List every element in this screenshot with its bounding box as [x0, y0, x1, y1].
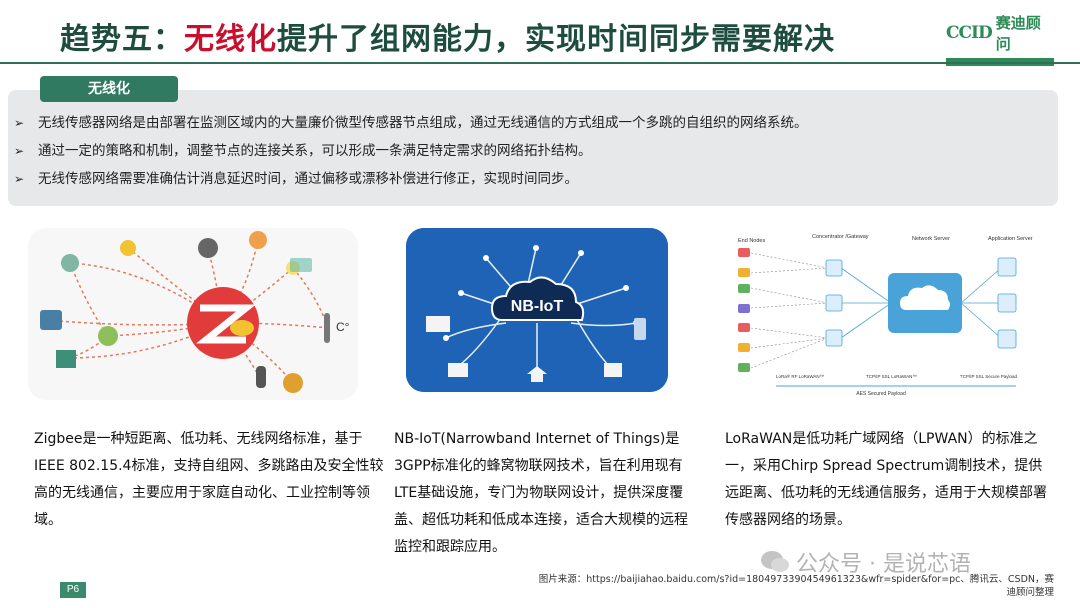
arrow-icon: ➢	[14, 172, 25, 186]
wechat-watermark: 公众号 · 是说芯语	[760, 546, 971, 578]
arrow-icon: ➢	[14, 144, 25, 158]
nbiot-illustration: NB-IoT	[406, 228, 668, 392]
title-divider	[0, 62, 1080, 64]
svg-text:Concentrator /Gateway: Concentrator /Gateway	[812, 234, 869, 240]
svg-text:LoRa® RF LoRaWAN™: LoRa® RF LoRaWAN™	[776, 373, 824, 379]
zigbee-description: Zigbee是一种短距离、低功耗、无线网络标准，基于IEEE 802.15.4标…	[34, 431, 384, 528]
logo-ccid: CCID	[946, 23, 993, 43]
logo-name: 赛迪顾问	[995, 14, 1041, 53]
watermark-text: 公众号 · 是说芯语	[796, 552, 971, 577]
image-source: 图片来源：https://baijiahao.baidu.com/s?id=18…	[538, 574, 1054, 598]
lorawan-illustration: End Nodes Concentrator /Gateway Network …	[716, 228, 1038, 400]
arrow-icon: ➢	[14, 116, 25, 130]
wechat-icon	[761, 551, 789, 572]
zigbee-illustration: C°	[28, 228, 358, 400]
svg-text:TCP/IP SSL Secure Payload: TCP/IP SSL Secure Payload	[960, 374, 1018, 379]
section-label: 无线化	[40, 76, 178, 102]
title-highlight: 无线化	[184, 22, 277, 57]
nbiot-description: NB-IoT(Narrowband Internet of Things)是3G…	[394, 431, 688, 555]
nbiot-label: NB-IoT	[511, 298, 564, 315]
bullet-item: ➢通过一定的策略和机制，调整节点的连接关系，可以形成一条满足特定需求的网络拓扑结…	[14, 140, 1054, 168]
slide-title: 趋势五：无线化提升了组网能力，实现时间同步需要解决	[60, 14, 835, 58]
title-prefix: 趋势五：	[60, 22, 184, 57]
info-panel	[8, 90, 1058, 206]
bullet-item: ➢无线传感器网络是由部署在监测区域内的大量廉价微型传感器节点组成，通过无线通信的…	[14, 112, 1054, 140]
svg-text:End Nodes: End Nodes	[738, 238, 765, 244]
page-number: P6	[60, 582, 86, 598]
bullet-item: ➢无线传感网络需要准确估计消息延迟时间，通过偏移或漂移补偿进行修正，实现时间同步…	[14, 168, 1054, 196]
svg-text:AES Secured Payload: AES Secured Payload	[856, 391, 906, 397]
bullet-list: ➢无线传感器网络是由部署在监测区域内的大量廉价微型传感器节点组成，通过无线通信的…	[14, 112, 1054, 196]
svg-text:Network Server: Network Server	[912, 236, 950, 242]
sensor-node-icons	[40, 231, 330, 393]
lorawan-description: LoRaWAN是低功耗广域网络（LPWAN）的标准之一，采用Chirp Spre…	[725, 431, 1047, 528]
svg-text:Application Server: Application Server	[988, 236, 1033, 242]
title-rest: 提升了组网能力，实现时间同步需要解决	[277, 22, 835, 57]
temperature-label: C°	[336, 320, 350, 334]
ccid-logo: CCID 赛迪顾问	[946, 12, 1054, 66]
svg-text:TCP/IP SSL LoRaWAN™: TCP/IP SSL LoRaWAN™	[866, 374, 917, 379]
